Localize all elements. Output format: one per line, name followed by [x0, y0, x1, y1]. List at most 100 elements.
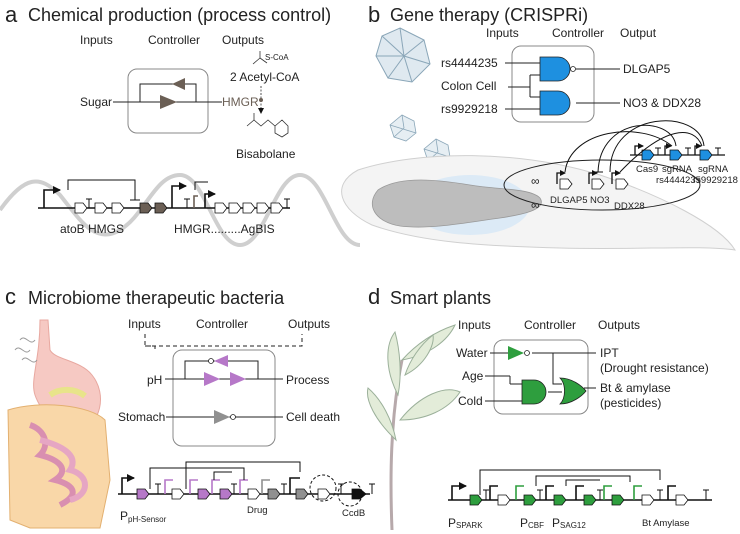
panel-c-header-inputs: Inputs [128, 317, 161, 331]
panel-a-controller-box [127, 68, 209, 134]
loop-marker-2: ∞ [531, 198, 540, 212]
panel-b-and-gate-2 [539, 90, 571, 116]
panel-a-terminators [86, 198, 290, 208]
panel-b-and-gate-1 [539, 56, 571, 82]
panel-c-wiring [165, 360, 283, 418]
panel-d-not-gate [508, 346, 524, 360]
s-coa-label: S-CoA [265, 53, 289, 62]
panel-b-output-dlgap5: DLGAP5 [623, 62, 671, 76]
plant-illustration [366, 324, 461, 531]
panel-b-controller-box [511, 45, 595, 123]
panel-c-not-gate [214, 355, 228, 367]
panel-a-repressor-gate [172, 78, 185, 90]
panel-d-or-gate [559, 377, 587, 405]
panel-c-promoter-1 [121, 474, 135, 494]
panel-d-promoter-sag12: PSAG12 [552, 516, 586, 530]
panel-d-header-controller: Controller [524, 318, 576, 332]
panel-b-header-output: Output [620, 26, 657, 40]
panel-d-input-age: Age [462, 369, 484, 383]
panel-d-regulation [479, 469, 709, 500]
panel-d-promoters [489, 485, 676, 500]
virus-icon-large [375, 27, 431, 83]
panel-b-target-genes [559, 178, 629, 190]
panel-a-sine-wave [0, 172, 361, 248]
panel-c-genes [136, 488, 367, 500]
panel-a-header-inputs: Inputs [80, 33, 113, 47]
panel-b-wiring [505, 62, 620, 110]
panel-c-input-ph: pH [147, 373, 162, 387]
panel-d-output-pesticides: (pesticides) [600, 396, 661, 410]
panel-c: c Microbiome therapeutic bacteria Inputs… [5, 284, 375, 529]
chromosome-shape [371, 179, 542, 228]
panel-b-terminators [655, 147, 721, 155]
panel-a-promoter-3 [204, 190, 216, 208]
panel-d-output-ipt: IPT [600, 346, 619, 360]
target-no3-label: NO3 [590, 195, 610, 206]
panel-a-buffer-gate [160, 95, 177, 109]
virus-icon-small-1 [389, 114, 417, 142]
panel-a-promoter-brown [193, 195, 198, 208]
panel-b-header-controller: Controller [552, 26, 604, 40]
panel-a-genes-right-label: HMGR.........AgBIS [174, 222, 275, 236]
panel-d: d Smart plants Inputs Controller Outputs… [366, 284, 712, 531]
panel-c-promoter-label: PpH-Sensor [120, 509, 167, 524]
panel-c-letter: c [5, 284, 16, 309]
loop-marker-1: ∞ [531, 174, 540, 188]
panel-b-repression-arcs [564, 120, 705, 173]
panel-c-input-stomach: Stomach [118, 410, 165, 424]
panel-c-header-outputs: Outputs [288, 317, 330, 331]
panel-a-letter: a [5, 2, 18, 27]
panel-d-controller-box [493, 339, 589, 415]
panel-d-input-water: Water [456, 346, 488, 360]
panel-d-genes-label: Bt Amylase [642, 518, 690, 529]
part-sgrna-2-label: sgRNA [698, 164, 729, 175]
pathway-acetyl-coa: 2 Acetyl-CoA [230, 70, 299, 84]
panel-d-header-outputs: Outputs [598, 318, 640, 332]
panel-d-input-cold: Cold [458, 394, 483, 408]
part-cas9-label: Cas9 [636, 164, 658, 175]
panel-c-stomach-gate [214, 410, 230, 424]
panel-b-input-rs4444235: rs4444235 [441, 56, 498, 70]
panel-c-dashed-feedback [145, 334, 303, 347]
panel-d-promoter-1 [451, 482, 467, 500]
panel-c-title: Microbiome therapeutic bacteria [28, 288, 285, 308]
panel-d-promoter-cbf: PCBF [520, 516, 544, 530]
panel-c-gene-ccdb: CcdB [342, 508, 365, 519]
panel-c-header-controller: Controller [196, 317, 248, 331]
panel-a-promoter-2 [171, 182, 187, 208]
panel-a-genes-left-label: atoB HMGS [60, 222, 124, 236]
panel-c-dashed-circle-1 [309, 474, 337, 502]
panel-c-controller-box [172, 349, 276, 447]
part-sgrna-1-label: sgRNA [662, 164, 693, 175]
panel-a: a Chemical production (process control) … [0, 2, 361, 248]
panel-d-wiring [485, 352, 596, 402]
panel-a-title: Chemical production (process control) [28, 5, 331, 25]
panel-d-promoter-spark: PSPARK [448, 516, 483, 530]
panel-a-header-outputs: Outputs [222, 33, 264, 47]
panel-c-dashed-circle-2 [337, 481, 363, 507]
target-dlgap5-label: DLGAP5 [550, 195, 588, 206]
panel-b-header-inputs: Inputs [486, 26, 519, 40]
genome-loop [503, 159, 701, 211]
panel-c-output-process: Process [286, 373, 329, 387]
part-sgrna-1-snp: rs4444235 [656, 175, 701, 186]
panel-a-promoter-1 [43, 186, 61, 208]
panel-b: b Gene therapy (CRISPRi) Inputs Controll… [341, 2, 738, 251]
panel-d-output-drought: (Drought resistance) [600, 361, 709, 375]
acetyl-coa-structure [252, 51, 268, 65]
panel-c-output-cell-death: Cell death [286, 410, 340, 424]
panel-c-promoters [164, 477, 300, 494]
panel-a-input-sugar: Sugar [80, 95, 112, 109]
bisabolane-structure [246, 119, 289, 138]
panel-b-plasmid-parts [641, 149, 713, 161]
panel-a-regulation-1 [67, 179, 136, 200]
panel-b-input-colon-cell: Colon Cell [441, 79, 496, 93]
digestive-system-illustration [7, 319, 111, 529]
panel-d-genes [469, 494, 689, 506]
panel-d-letter: d [368, 284, 380, 309]
panel-d-output-bt-amylase: Bt & amylase [600, 381, 671, 395]
panel-a-output-hmgr: HMGR [222, 95, 259, 109]
panel-d-and-gate [521, 379, 547, 405]
panel-c-gene-drug: Drug [247, 505, 268, 516]
